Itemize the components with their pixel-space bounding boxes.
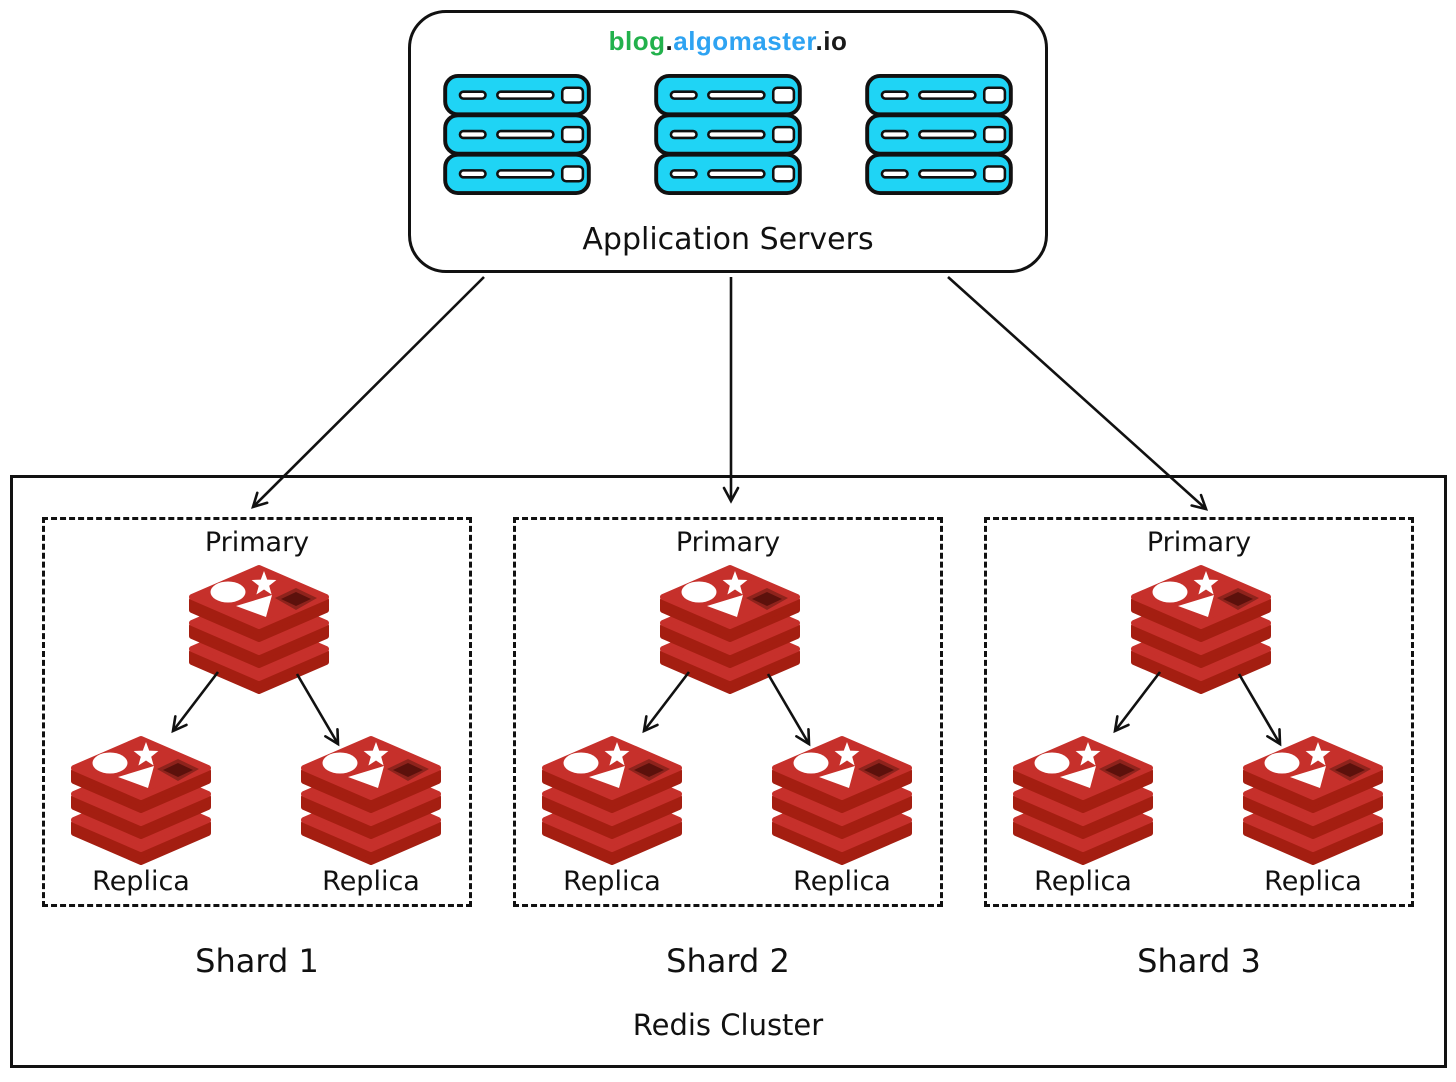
- shard-2-name: Shard 2: [666, 942, 790, 980]
- redis-database-icon-replica: [1238, 735, 1388, 867]
- server-stack-icon: [443, 74, 591, 195]
- replica-label: Replica: [322, 866, 420, 897]
- server-stack-icon: [654, 74, 802, 195]
- brand-blog: blog: [608, 26, 666, 56]
- app-box-title: Application Servers: [582, 222, 874, 257]
- application-servers-box: blog.algomaster.io Application Servers: [408, 10, 1048, 273]
- redis-database-icon-replica: [767, 735, 917, 867]
- shard-1-name: Shard 1: [195, 942, 319, 980]
- redis-database-icon-replica: [296, 735, 446, 867]
- shard-2-box: Primary Replica Replica: [513, 517, 943, 907]
- redis-database-icon-replica: [537, 735, 687, 867]
- replica-label: Replica: [793, 866, 891, 897]
- redis-database-icon-replica: [66, 735, 216, 867]
- primary-label: Primary: [675, 527, 781, 558]
- redis-database-icon-primary: [1126, 564, 1276, 696]
- replica-label: Replica: [1034, 866, 1132, 897]
- shard-3-name: Shard 3: [1137, 942, 1261, 980]
- brand-algomaster: algomaster: [673, 26, 816, 56]
- redis-database-icon-primary: [184, 564, 334, 696]
- replica-label: Replica: [563, 866, 661, 897]
- brand-io: .io: [815, 26, 848, 56]
- arrow-app-to-shard-1: [251, 276, 485, 509]
- redis-cluster-label: Redis Cluster: [632, 1008, 824, 1042]
- shard-1-box: Primary Replica Replica: [42, 517, 472, 907]
- redis-database-icon-primary: [655, 564, 805, 696]
- primary-label: Primary: [1146, 527, 1252, 558]
- brand-header: blog.algomaster.io: [411, 26, 1045, 57]
- server-stack-icon: [865, 74, 1013, 195]
- primary-label: Primary: [204, 527, 310, 558]
- shard-3-box: Primary Replica Replica: [984, 517, 1414, 907]
- server-stack-row: [411, 74, 1045, 195]
- replica-label: Replica: [1264, 866, 1362, 897]
- replica-label: Replica: [92, 866, 190, 897]
- brand-dot: .: [665, 26, 674, 56]
- redis-database-icon-replica: [1008, 735, 1158, 867]
